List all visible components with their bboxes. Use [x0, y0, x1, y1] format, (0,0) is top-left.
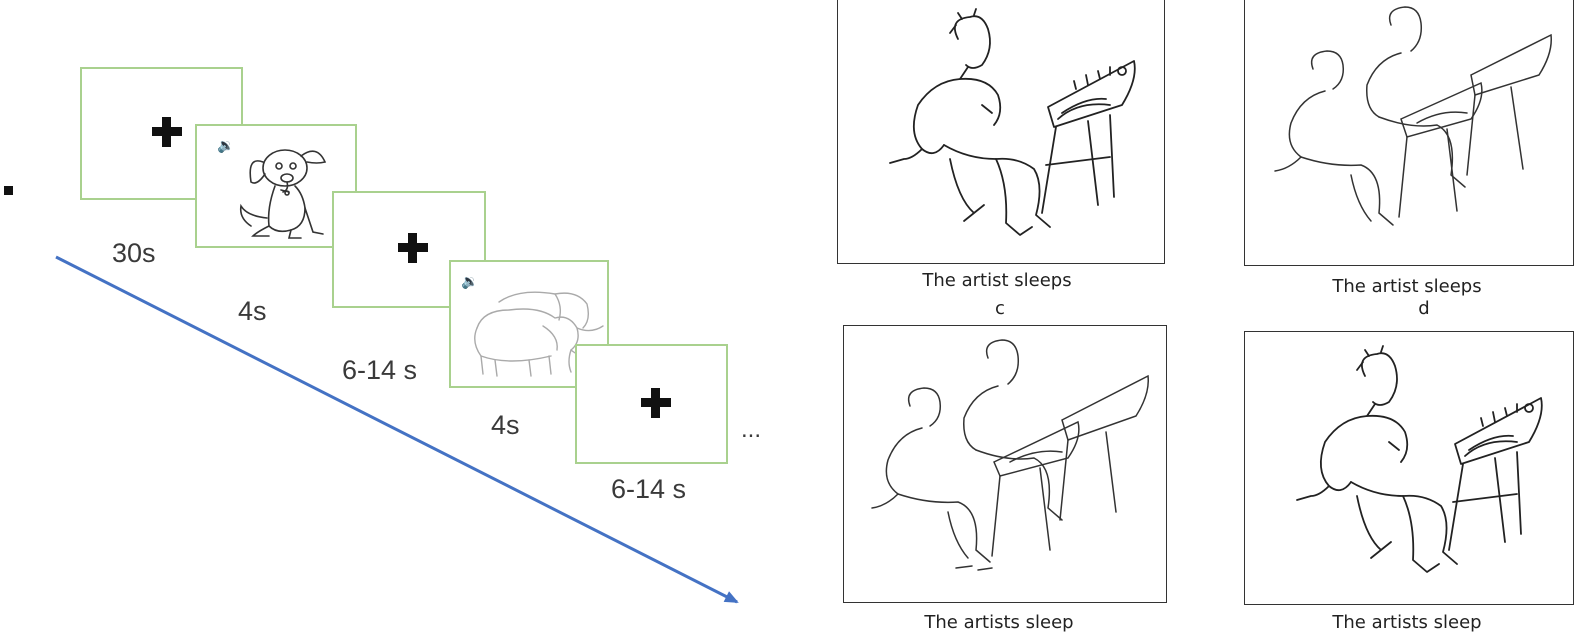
picture-panel-2 — [1244, 0, 1574, 266]
duration-label: 6-14 s — [611, 474, 687, 504]
fixation-frame-3 — [575, 344, 728, 464]
picture-panel-4 — [1244, 331, 1574, 605]
speaker-icon: 🔉 — [217, 137, 235, 153]
duration-label: 4s — [238, 296, 267, 326]
stimulus-frame-dog: 🔉 — [195, 124, 357, 248]
fixation-cross-icon — [396, 231, 430, 265]
dog-drawing-icon — [239, 149, 327, 239]
fixation-cross-icon — [150, 115, 184, 149]
single-artist-drawing-icon — [1296, 345, 1543, 573]
single-artist-drawing-icon — [889, 8, 1136, 236]
two-artists-drawing-icon — [871, 339, 1149, 571]
duration-label: 30s — [112, 238, 156, 268]
panel-caption: The artist sleeps — [922, 270, 1072, 291]
picture-panel-1 — [837, 0, 1165, 264]
panel-caption: The artists sleep — [924, 612, 1074, 633]
speaker-icon: 🔉 — [461, 273, 479, 289]
panel-letter: c — [995, 298, 1005, 319]
panel-caption: The artists sleep — [1332, 612, 1482, 633]
duration-label: 4s — [491, 410, 520, 440]
continuation-ellipsis: ... — [741, 416, 762, 443]
two-artists-drawing-icon — [1274, 6, 1552, 226]
picture-panel-3 — [843, 325, 1167, 603]
fixation-cross-icon — [639, 386, 673, 420]
panel-letter: d — [1418, 298, 1430, 319]
duration-label: 6-14 s — [342, 355, 418, 385]
panel-caption: The artist sleeps — [1332, 276, 1482, 297]
bullet-marker — [4, 186, 13, 195]
